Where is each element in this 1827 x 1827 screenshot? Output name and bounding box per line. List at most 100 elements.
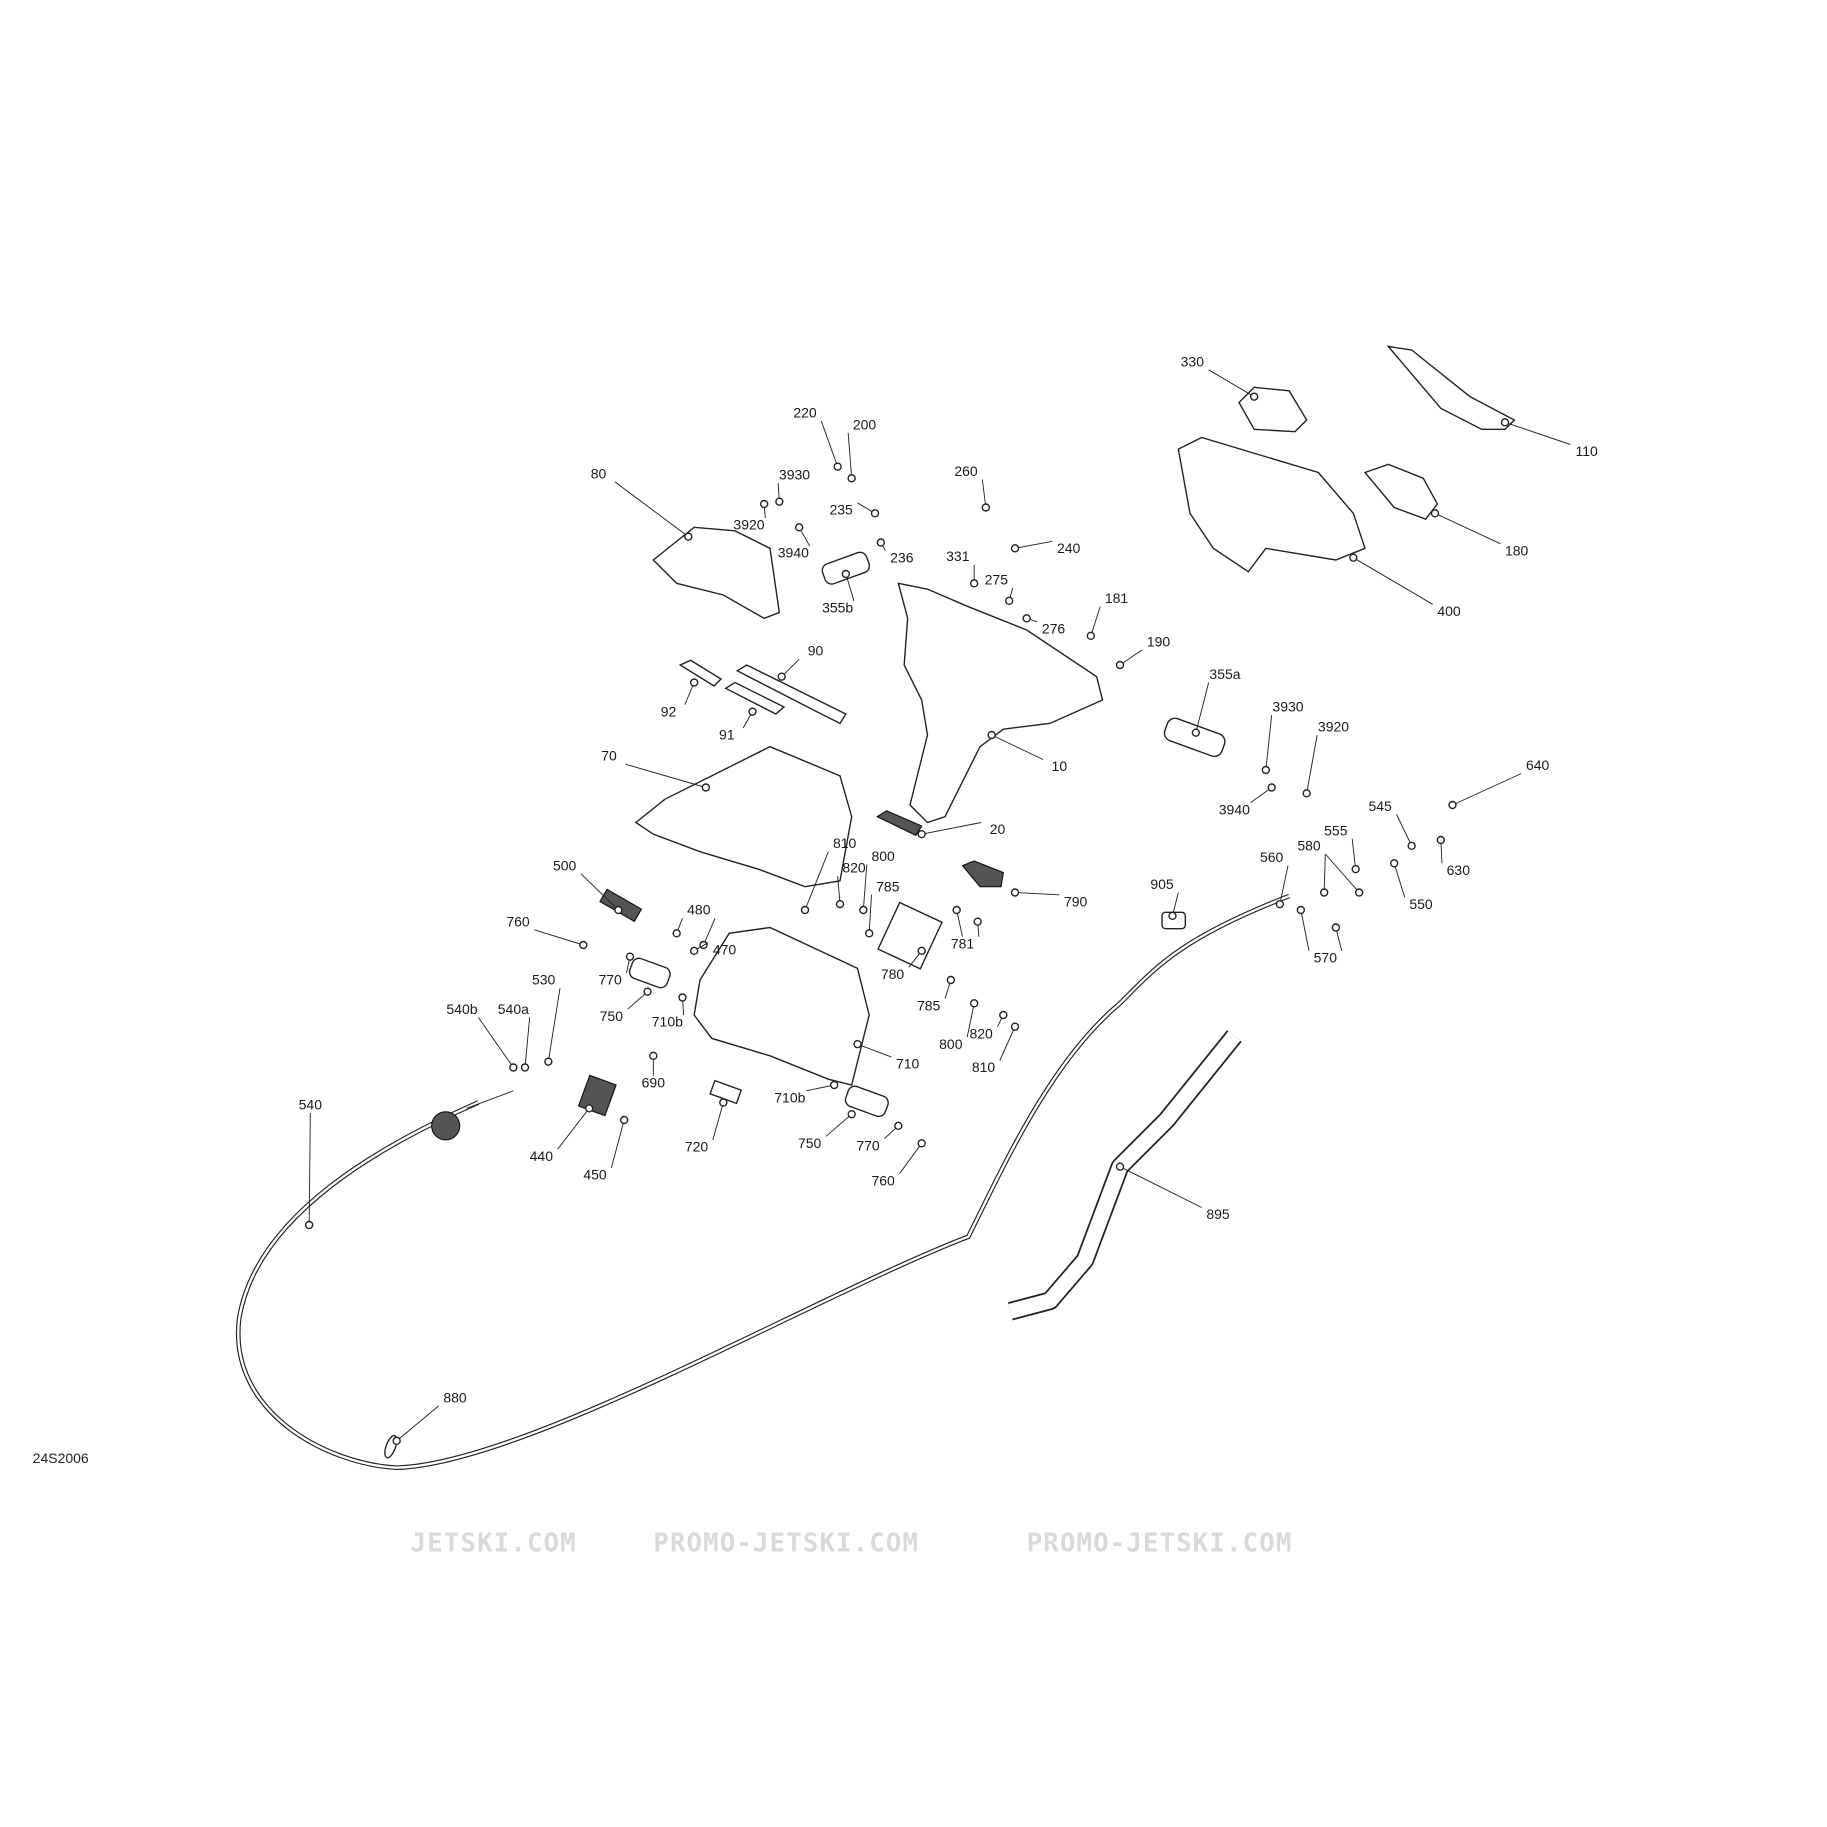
callout-770: 770 — [598, 972, 622, 988]
callout-235: 235 — [829, 502, 853, 518]
callout-640: 640 — [1526, 757, 1550, 773]
callout-710: 710 — [896, 1056, 920, 1072]
callout-400: 400 — [1437, 603, 1461, 619]
part-800 — [859, 905, 868, 915]
leader-line-760 — [534, 929, 584, 946]
part-500 — [599, 888, 643, 923]
callout-760: 760 — [871, 1172, 895, 1188]
part-710 — [693, 926, 870, 1086]
watermark-text-1: JETSKI.COM — [411, 1529, 577, 1559]
part-90 — [777, 672, 786, 681]
part-570 — [1296, 905, 1306, 915]
part-540a — [520, 1063, 530, 1072]
part-190 — [1115, 660, 1125, 670]
callout-3940: 3940 — [778, 545, 809, 561]
leader-line-240 — [1014, 540, 1053, 549]
leader-line-810 — [804, 851, 829, 911]
callout-540: 540 — [299, 1097, 323, 1113]
part-260 — [981, 503, 991, 512]
leader-line-3920 — [1306, 734, 1318, 794]
part-91 — [724, 681, 786, 715]
part-540-nut — [431, 1111, 461, 1141]
leader-line-710b — [806, 1084, 835, 1092]
leader-line-400 — [1353, 557, 1433, 605]
callout-450: 450 — [583, 1167, 607, 1183]
callout-3930: 3930 — [779, 466, 810, 482]
part-110 — [1500, 418, 1510, 427]
callout-220: 220 — [793, 405, 817, 421]
callout-20: 20 — [990, 821, 1006, 837]
leader-line-800 — [862, 864, 868, 911]
part-70 — [701, 783, 711, 792]
leader-line-70 — [625, 763, 706, 788]
part-810 — [1010, 1022, 1020, 1031]
callout-275: 275 — [985, 572, 1009, 588]
callout-570: 570 — [1314, 950, 1338, 966]
part-180 — [1363, 463, 1439, 521]
leader-line-800 — [966, 1003, 975, 1038]
leader-line-895 — [1119, 1166, 1202, 1208]
part-330 — [1249, 392, 1259, 401]
part-355a — [1191, 728, 1201, 737]
callout-540b: 540b — [446, 1001, 477, 1017]
leader-line-820 — [837, 876, 841, 905]
callout-276: 276 — [1042, 621, 1066, 637]
callout-545: 545 — [1368, 798, 1392, 814]
part-10 — [897, 582, 1104, 824]
callout-580: 580 — [1297, 838, 1321, 854]
callout-785: 785 — [876, 878, 900, 894]
callout-750: 750 — [798, 1135, 822, 1151]
part-785 — [946, 975, 956, 985]
leader-line-720 — [712, 1102, 724, 1140]
callout-181: 181 — [1105, 590, 1129, 606]
leader-line-180 — [1434, 512, 1501, 545]
leader-line-580 — [1324, 853, 1360, 893]
part-540 — [304, 1220, 314, 1230]
callout-110: 110 — [1576, 443, 1599, 459]
leader-line-480 — [703, 917, 716, 946]
part-640 — [1448, 800, 1457, 810]
part-690 — [649, 1051, 658, 1061]
part-770 — [625, 952, 635, 961]
leader-line-500 — [580, 873, 619, 911]
callout-800: 800 — [939, 1036, 963, 1052]
part-276 — [1022, 614, 1031, 623]
hose-895 — [1007, 1030, 1242, 1321]
leader-line-750 — [825, 1113, 852, 1137]
part-580 — [1319, 888, 1329, 897]
callout-630: 630 — [1447, 862, 1471, 878]
leader-line-10 — [991, 734, 1044, 760]
callout-260: 260 — [954, 463, 978, 479]
leader-line-785 — [868, 894, 872, 934]
callout-500: 500 — [553, 857, 577, 873]
leader-line-810 — [999, 1026, 1016, 1061]
leader-line-220 — [820, 421, 839, 467]
callout-530: 530 — [532, 972, 556, 988]
part-570 — [1331, 923, 1341, 932]
callout-190: 190 — [1147, 633, 1171, 649]
callout-355b: 355b — [822, 600, 853, 616]
part-331 — [969, 579, 979, 588]
watermark: JETSKI.COM PROMO-JETSKI.COM PROMO-JETSKI… — [411, 1529, 1292, 1559]
callout-810: 810 — [972, 1059, 996, 1075]
part-545 — [1407, 841, 1416, 851]
part-3920 — [759, 499, 769, 509]
leader-line-750 — [627, 991, 648, 1010]
leader-line-880 — [396, 1405, 439, 1442]
part-470 — [689, 946, 699, 956]
part-3930 — [775, 497, 784, 506]
leader-line-640 — [1452, 773, 1522, 806]
part-235 — [870, 509, 880, 518]
leader-line-540 — [308, 1112, 311, 1226]
part-810 — [800, 905, 810, 915]
part-180 — [1430, 509, 1440, 518]
leader-line-540a — [524, 1017, 531, 1068]
part-780 — [917, 946, 926, 956]
leader-line-440 — [557, 1108, 590, 1150]
callout-750: 750 — [600, 1008, 624, 1024]
part-3940 — [1267, 783, 1276, 792]
part-550 — [1389, 859, 1399, 868]
leader-line-560 — [1279, 865, 1289, 905]
